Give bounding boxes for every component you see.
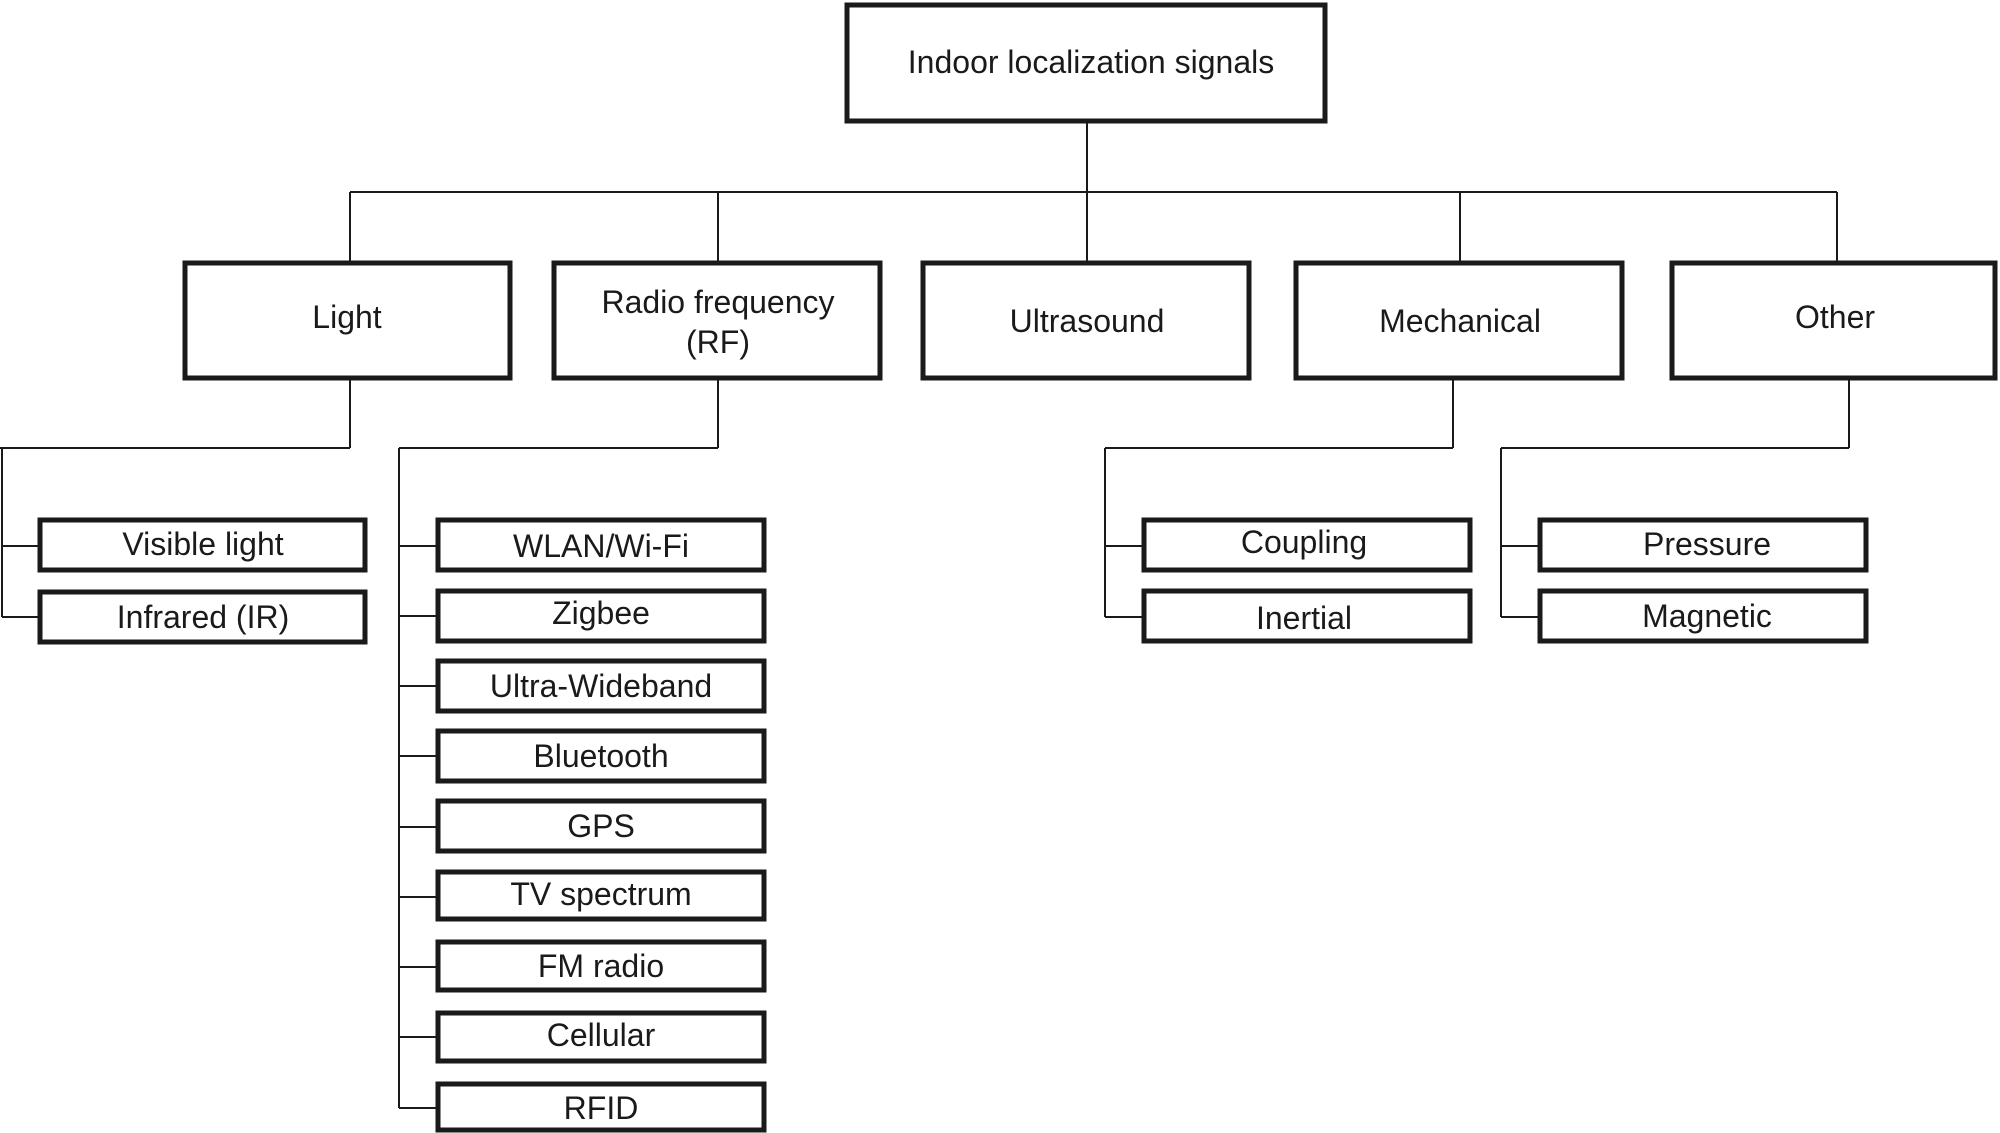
root-box (844, 2, 1328, 124)
leaf-zigbee: Zigbee (435, 588, 767, 644)
mechanical-connectors (1104, 378, 1454, 618)
leaf-coupling-label: Coupling (1241, 524, 1367, 560)
leaf-visible-light-box (37, 517, 368, 573)
leaf-infrared: Infrared (IR) (37, 589, 368, 645)
rf-connectors (398, 378, 719, 1109)
leaf-bluetooth-box (435, 728, 767, 784)
category-rf-box (551, 260, 883, 381)
leaf-inertial-box (1141, 588, 1473, 644)
leaf-gps: GPS (435, 798, 767, 854)
leaf-magnetic-box (1537, 588, 1869, 644)
category-light-label: Light (312, 299, 382, 335)
leaf-wlan-wifi-box (435, 517, 767, 573)
category-mechanical-label: Mechanical (1379, 303, 1541, 339)
leaf-zigbee-label: Zigbee (552, 595, 650, 631)
leaf-cellular-box (435, 1010, 767, 1064)
leaf-magnetic: Magnetic (1537, 588, 1869, 644)
leaf-pressure-label: Pressure (1643, 526, 1771, 562)
leaf-gps-box (435, 798, 767, 854)
leaf-tv-spectrum-box (435, 869, 767, 922)
leaf-wlan-wifi-label: WLAN/Wi-Fi (513, 528, 689, 564)
category-rf-label-line1: Radio frequency (601, 284, 834, 320)
leaf-tv-spectrum-label: TV spectrum (510, 876, 691, 912)
leaf-fm-radio-box (435, 939, 767, 993)
leaf-magnetic-label: Magnetic (1642, 598, 1772, 634)
leaf-fm-radio: FM radio (435, 939, 767, 993)
category-ultrasound: Ultrasound (920, 260, 1252, 381)
category-mechanical: Mechanical (1293, 260, 1625, 381)
category-other-label: Other (1795, 299, 1875, 335)
leaf-inertial: Inertial (1141, 588, 1473, 644)
leaf-zigbee-box (435, 588, 767, 644)
leaf-ultra-wideband-label: Ultra-Wideband (490, 668, 712, 704)
leaf-gps-label: GPS (567, 808, 635, 844)
leaf-inertial-label: Inertial (1256, 600, 1352, 636)
leaf-infrared-label: Infrared (IR) (117, 599, 289, 635)
root-label: Indoor localization signals (908, 44, 1274, 80)
leaf-ultra-wideband-box (435, 658, 767, 714)
category-other: Other (1669, 260, 1998, 381)
leaf-cellular-label: Cellular (547, 1017, 656, 1053)
leaf-tv-spectrum: TV spectrum (435, 869, 767, 922)
leaf-wlan-wifi: WLAN/Wi-Fi (435, 517, 767, 573)
light-connectors (0, 378, 351, 618)
category-other-box (1669, 260, 1998, 381)
category-ultrasound-box (920, 260, 1252, 381)
leaf-bluetooth-label: Bluetooth (533, 738, 668, 774)
root-connectors (349, 121, 1838, 263)
category-ultrasound-label: Ultrasound (1010, 303, 1165, 339)
leaf-ultra-wideband: Ultra-Wideband (435, 658, 767, 714)
leaf-infrared-box (37, 589, 368, 645)
leaf-rfid-label: RFID (564, 1090, 639, 1126)
leaf-pressure: Pressure (1537, 517, 1869, 573)
leaf-bluetooth: Bluetooth (435, 728, 767, 784)
other-connectors (1500, 378, 1850, 618)
category-mechanical-box (1293, 260, 1625, 381)
category-light: Light (182, 260, 513, 381)
category-rf-label-line2: (RF) (686, 324, 750, 360)
leaf-visible-light-label: Visible light (122, 526, 283, 562)
leaf-cellular: Cellular (435, 1010, 767, 1064)
leaf-rfid: RFID (435, 1081, 767, 1133)
category-rf: Radio frequency (RF) (551, 260, 883, 381)
leaf-rfid-box (435, 1081, 767, 1133)
leaf-fm-radio-label: FM radio (538, 948, 664, 984)
root-node: Indoor localization signals (844, 2, 1328, 124)
category-light-box (182, 260, 513, 381)
leaf-coupling: Coupling (1141, 517, 1473, 573)
leaf-coupling-box (1141, 517, 1473, 573)
leaf-pressure-box (1537, 517, 1869, 573)
leaf-visible-light: Visible light (37, 517, 368, 573)
